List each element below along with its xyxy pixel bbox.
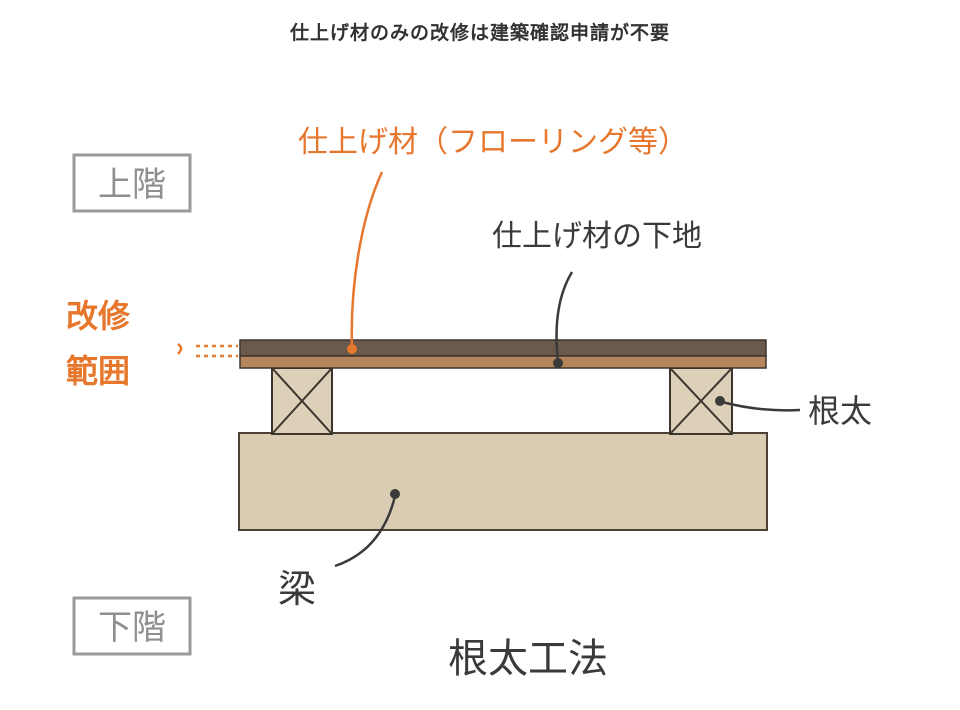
beam-label: 梁	[278, 567, 316, 611]
renovation-scope-line2: 範囲	[66, 352, 130, 390]
finish-material-layer	[239, 339, 767, 357]
finish-substrate-label: 仕上げ材の下地	[492, 219, 702, 254]
finish-substrate-leader	[555, 271, 574, 363]
finish-substrate-layer	[239, 355, 767, 369]
joist-leader	[721, 400, 801, 412]
joist-left	[271, 367, 333, 435]
finish-material-leader	[350, 171, 384, 349]
joist-dot	[715, 396, 725, 406]
scope-brace	[177, 342, 183, 355]
finish-material-label: 仕上げ材（フローリング等）	[298, 125, 688, 160]
beam-leader	[334, 495, 397, 568]
diagram-title: 仕上げ材のみの改修は建築確認申請が不要	[289, 22, 670, 44]
lower-floor-box	[72, 596, 192, 656]
beam	[238, 432, 768, 531]
method-caption: 根太工法	[448, 636, 608, 682]
finish-material-dot	[347, 344, 357, 354]
finish-substrate-dot	[553, 358, 563, 368]
upper-floor-box	[72, 153, 192, 213]
joist-label: 根太	[808, 392, 872, 430]
upper-floor-label: 上階	[98, 165, 166, 205]
lower-floor-label: 下階	[98, 608, 166, 648]
beam-dot	[390, 489, 400, 499]
renovation-scope-line1: 改修	[66, 297, 131, 335]
